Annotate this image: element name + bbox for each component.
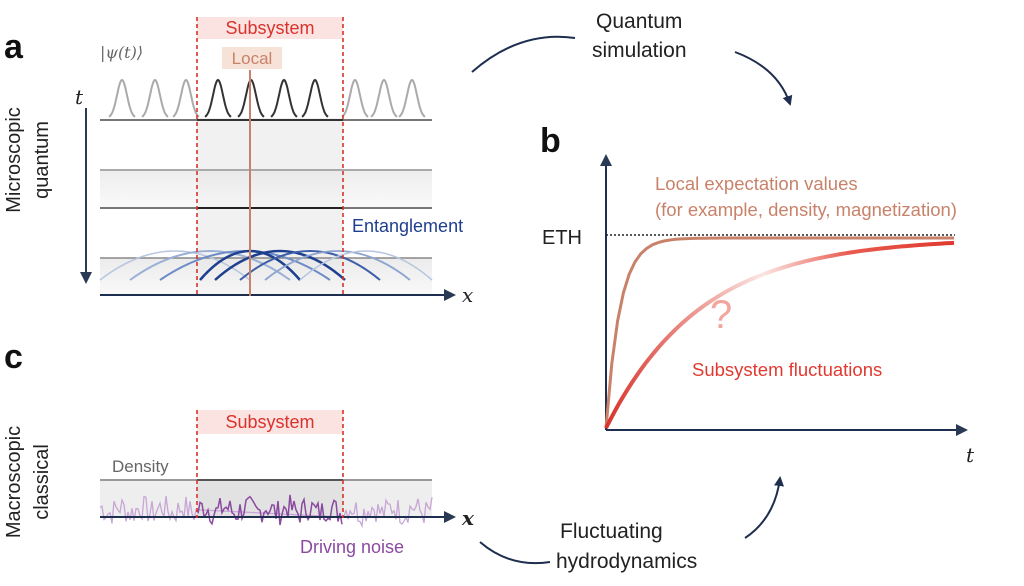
hydrodynamics-label: hydrodynamics	[556, 550, 697, 573]
subsystem-label-c: Subsystem	[225, 412, 314, 432]
eth-label: ETH	[542, 227, 582, 249]
wavefunction-peak	[341, 78, 369, 118]
quantum-label: quantum	[31, 121, 53, 199]
wavefunction-peak	[270, 78, 298, 118]
simulation-label-top: simulation	[592, 39, 687, 62]
psi-label: |ψ(t)⟩	[100, 43, 143, 62]
local-expectation-label-2: (for example, density, magnetization)	[655, 199, 957, 220]
local-expectation-label-1: Local expectation values	[655, 173, 858, 194]
local-expectation-curve	[604, 236, 954, 429]
quantum-label-top: Quantum	[596, 10, 682, 33]
connector-fluctuating-hydrodynamics: Fluctuating hydrodynamics	[479, 476, 784, 573]
panel-b: b t ETH Local expectation values (for ex…	[540, 122, 975, 467]
wavefunction-peak	[204, 78, 232, 118]
wavefunction-peak	[398, 78, 426, 118]
x-axis-label-c: x	[461, 506, 475, 530]
wavefunction-peaks	[108, 78, 426, 118]
connector-arc-bottom-left	[479, 541, 551, 565]
subsystem-fluctuations-label: Subsystem fluctuations	[692, 359, 882, 380]
classical-label: classical	[31, 444, 53, 520]
wavefunction-peak	[108, 78, 136, 118]
entanglement-arc	[264, 250, 411, 281]
subsystem-label-a: Subsystem	[225, 18, 314, 38]
density-label: Density	[112, 457, 169, 476]
driving-noise-subsystem	[197, 494, 343, 526]
question-mark: ?	[710, 293, 732, 337]
x-axis-label-a: x	[462, 283, 473, 307]
entanglement-label: Entanglement	[352, 216, 463, 236]
macroscopic-label: Macroscopic	[3, 426, 25, 538]
panel-a-letter: a	[4, 28, 24, 66]
wavefunction-peak	[141, 78, 169, 118]
panel-c-letter: c	[4, 338, 23, 376]
driving-noise-label: Driving noise	[300, 537, 404, 557]
connector-arrow-top	[734, 51, 793, 106]
entanglement-arc	[129, 250, 291, 281]
time-axis-label-b: t	[966, 443, 975, 467]
wavefunction-peak	[301, 78, 329, 118]
subsystem-header-bg	[197, 17, 343, 39]
wavefunction-peak	[370, 78, 398, 118]
subsystem-fluctuations-curve	[604, 240, 955, 429]
wavefunction-peak	[172, 78, 200, 118]
connector-quantum-simulation: Quantum simulation	[471, 10, 793, 106]
time-axis-label-a: t	[75, 85, 84, 109]
entanglement-arcs	[99, 249, 433, 281]
panel-b-letter: b	[540, 122, 561, 160]
microscopic-label: Microscopic	[3, 107, 25, 213]
connector-arrow-bottom	[744, 476, 784, 539]
fluctuating-label: Fluctuating	[560, 520, 663, 543]
panel-a: a Microscopic quantum Subsystem Local |ψ…	[3, 17, 473, 307]
entanglement-arc	[214, 249, 346, 281]
connector-arc-top-left	[471, 35, 576, 73]
subsystem-header-bg-c	[197, 410, 343, 434]
local-label: Local	[232, 49, 273, 68]
entanglement-arc	[299, 250, 433, 281]
panel-c: c Macroscopic classical Subsystem Densit…	[3, 338, 475, 557]
entanglement-arc	[239, 250, 381, 281]
local-label-bg	[222, 47, 282, 69]
band-2	[100, 170, 432, 208]
